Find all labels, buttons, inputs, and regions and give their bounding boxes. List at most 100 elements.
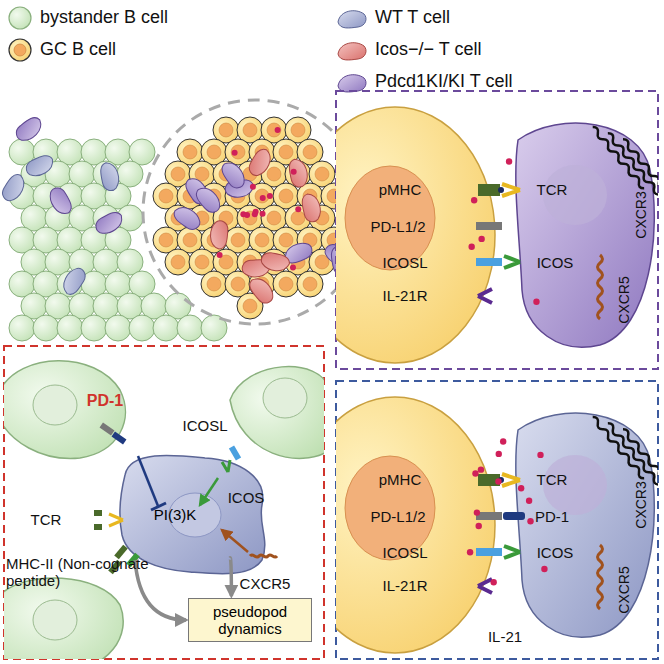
- label: CXCR5: [617, 276, 632, 323]
- il21-dot: [295, 206, 301, 212]
- label: PD-L1/2: [370, 219, 425, 236]
- label: PD-1: [535, 509, 569, 526]
- gc-b-nucleus: [231, 233, 245, 247]
- shape: [14, 44, 26, 56]
- il21-dot: [472, 470, 478, 476]
- shape: [33, 385, 77, 425]
- shape: [94, 510, 102, 516]
- il21-dot: [496, 451, 502, 457]
- process-box: pseudopod dynamics: [188, 598, 312, 642]
- label: ICOS: [537, 545, 574, 562]
- bystander-b-cell: [33, 315, 59, 341]
- label: pMHC: [379, 182, 422, 199]
- gc-b-nucleus: [171, 167, 185, 181]
- il21-dot: [474, 509, 480, 515]
- shape: [338, 43, 366, 60]
- gc-b-nucleus: [243, 299, 257, 313]
- t-cell: [24, 154, 56, 179]
- il21-dot: [495, 478, 501, 484]
- label: CXCR5: [617, 566, 632, 613]
- t-cell: [13, 115, 46, 144]
- gc-b-nucleus: [231, 145, 245, 159]
- label: CXCR3: [634, 191, 649, 238]
- bystander-b-cell: [81, 315, 107, 341]
- shape: [229, 445, 241, 460]
- label: TCR: [537, 472, 568, 489]
- label: IL-21R: [382, 578, 427, 595]
- gc-b-nucleus: [279, 189, 293, 203]
- pi3k-node: PI(3)K: [140, 500, 210, 530]
- label: IL-21: [488, 629, 522, 646]
- gc-b-cell: [201, 271, 227, 297]
- t-cell: [100, 162, 120, 191]
- il21-dot: [506, 158, 512, 164]
- il21-dot: [291, 169, 297, 175]
- legend-text: bystander B cell: [40, 8, 168, 28]
- il21-dot: [478, 236, 484, 242]
- il21-dot: [240, 211, 246, 217]
- shape: [94, 524, 102, 530]
- il21-dot: [518, 485, 524, 491]
- icosl: [476, 258, 502, 266]
- t-cell: [516, 123, 654, 347]
- gc-b-nucleus: [195, 167, 209, 181]
- gc-b-nucleus: [159, 189, 173, 203]
- gc-b-nucleus: [267, 123, 281, 137]
- il21-dot: [533, 299, 539, 305]
- label: TCR: [537, 182, 568, 199]
- il21-dot: [500, 438, 506, 444]
- label: ICOS: [537, 255, 574, 272]
- t-cell: [93, 210, 125, 236]
- shape: [4, 361, 324, 659]
- il21-dot: [541, 566, 547, 572]
- shape: [263, 378, 307, 418]
- connector: [230, 558, 231, 596]
- label: ICOS: [228, 490, 265, 507]
- bystander-b-cell: [57, 315, 83, 341]
- il21-dot: [260, 211, 266, 217]
- il21-dot: [250, 184, 256, 190]
- tcr: [502, 184, 520, 196]
- shape: [222, 460, 230, 472]
- icos: [504, 256, 520, 268]
- t-cell: [247, 274, 277, 307]
- node-text: pseudopod dynamics: [189, 603, 311, 638]
- shape: [336, 397, 658, 653]
- il21-dot: [267, 193, 273, 199]
- shape: [4, 361, 125, 459]
- label: ICOSL: [382, 255, 427, 272]
- t-cell: [259, 249, 291, 274]
- il21-dot: [290, 264, 296, 270]
- icosl: [476, 548, 502, 556]
- shape: [100, 423, 115, 436]
- icos: [504, 546, 520, 558]
- b-cell: [336, 107, 495, 363]
- shape: [338, 75, 366, 92]
- gc-b-nucleus: [195, 255, 209, 269]
- pd1: [503, 512, 525, 520]
- label: CXCR5: [240, 576, 291, 593]
- label: IL-21R: [382, 288, 427, 305]
- shape: [4, 578, 123, 659]
- label: TCR: [31, 512, 62, 529]
- legend-text: Icos−/− T cell: [375, 40, 481, 60]
- il21-dot: [260, 195, 266, 201]
- t-cell: [171, 202, 203, 233]
- gc-b-cell: [165, 249, 191, 275]
- label: MHC-II (Non-cognate peptide): [6, 556, 156, 589]
- bystander-b-cell: [129, 315, 155, 341]
- t-cell: [208, 219, 230, 250]
- t-cell: [58, 265, 89, 298]
- il21-dot: [275, 127, 281, 133]
- gc-b-nucleus: [267, 167, 281, 181]
- t-cell: [516, 413, 654, 637]
- gc-b-nucleus: [291, 211, 305, 225]
- il21-dot: [232, 150, 238, 156]
- pmhc: [478, 184, 500, 196]
- gc-b-nucleus: [255, 233, 269, 247]
- gc-b-nucleus: [303, 277, 317, 291]
- t-cell: [193, 183, 223, 216]
- bystander-b-cell: [177, 315, 203, 341]
- label: PD-L1/2: [370, 509, 425, 526]
- gc-b-nucleus: [267, 211, 281, 225]
